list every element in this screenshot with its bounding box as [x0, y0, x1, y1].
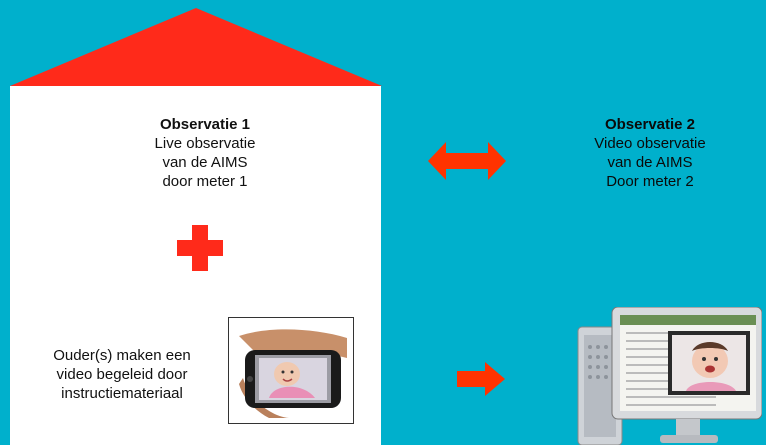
observation-2-text: Observatie 2 Video observatie van de AIM…	[560, 115, 740, 191]
observation-2-title: Observatie 2	[604, 116, 696, 133]
observation-1-text: Observatie 1 Live observatie van de AIMS…	[110, 115, 300, 191]
parent-video-line: Ouder(s) maken een	[53, 347, 191, 364]
plus-icon	[177, 225, 223, 271]
house-roof	[10, 8, 382, 86]
parent-video-line: video begeleid door	[56, 366, 188, 383]
smartphone-with-baby-photo-icon	[239, 329, 347, 418]
observation-2-line: Video observatie	[594, 135, 706, 152]
observation-2-line: van de AIMS	[607, 154, 693, 171]
double-arrow-icon	[428, 142, 506, 180]
smartphone-image	[228, 317, 354, 424]
observation-1-title: Observatie 1	[159, 116, 251, 133]
right-arrow-icon	[457, 362, 505, 396]
observation-1-line: door meter 1	[162, 173, 248, 190]
observation-2-line: Door meter 2	[606, 173, 694, 190]
parent-video-text: Ouder(s) maken een video begeleid door i…	[22, 346, 222, 403]
desktop-computer-with-baby-video-icon	[577, 307, 762, 445]
parent-video-line: instructiemateriaal	[61, 385, 183, 402]
observation-1-line: Live observatie	[154, 135, 256, 152]
observation-1-line: van de AIMS	[162, 154, 248, 171]
